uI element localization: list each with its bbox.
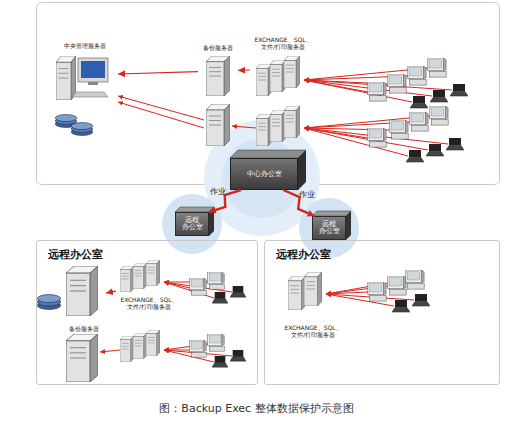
node-label: 远程 办公室: [179, 217, 205, 232]
server-tower: [270, 110, 286, 142]
client-pc: [190, 278, 207, 295]
laptop: [412, 294, 430, 306]
server-tower: [133, 263, 147, 289]
caption: 图：Backup Exec 整体数据保护示意图: [0, 402, 513, 415]
client-pc: [388, 74, 406, 93]
node-label: 中心办公室: [247, 170, 282, 178]
node-label: EXCHANGE、SQL、 文件/打印服务器: [250, 36, 316, 50]
server-group: 备份服务器: [198, 44, 238, 98]
client-pc: [368, 128, 386, 147]
node-label: 远程 办公室: [316, 221, 342, 236]
client-pc: [388, 276, 406, 295]
laptop: [212, 292, 228, 303]
connector: [106, 291, 116, 293]
remote-office-box: 远程 办公室: [312, 216, 346, 240]
screen: [81, 61, 105, 78]
server-group: EXCHANGE、SQL、 文件/打印服务器: [116, 260, 182, 310]
server-tower: [66, 266, 98, 316]
server-tower: [256, 64, 272, 96]
server-tower: [146, 330, 160, 356]
node-label: 中央管理服务器: [64, 42, 106, 49]
server-group: EXCHANGE、SQL、 文件/打印服务器: [250, 36, 316, 102]
server-tower: [206, 104, 230, 146]
client-pc: [368, 82, 386, 101]
laptop: [410, 96, 428, 108]
server-group: EXCHANGE、SQL、 文件/打印服务器: [280, 268, 346, 338]
server-tower: [256, 114, 272, 146]
server-tower: [304, 272, 322, 306]
client-pc: [208, 272, 225, 289]
laptop: [406, 150, 424, 162]
laptop: [392, 300, 410, 312]
panel-heading: 远程办公室: [48, 248, 103, 261]
wire: [118, 96, 204, 120]
laptop: [430, 90, 448, 102]
server-tower: [270, 60, 286, 92]
server-tower: [120, 266, 134, 292]
office-panel: 远程办公室 EXCHANGE、SQL、 文件/打印服务器: [264, 240, 500, 385]
server-tower: [56, 56, 76, 100]
laptop: [446, 138, 464, 150]
node-label: EXCHANGE、SQL、 文件/打印服务器: [280, 324, 346, 338]
glow: [162, 194, 222, 254]
server-tower: [206, 56, 230, 96]
box-side: [209, 207, 214, 236]
laptop: [230, 286, 246, 297]
client-pc: [390, 120, 408, 139]
node-label: 备份服务器: [69, 325, 99, 332]
laptop: [450, 84, 468, 96]
hub-side: [298, 150, 306, 190]
server-tower: [120, 336, 134, 362]
edge-label: 作业: [210, 187, 226, 196]
server-group: 备份服务器: [62, 262, 106, 332]
wire: [304, 128, 428, 150]
client-pc: [410, 112, 428, 131]
server-tower: [284, 56, 300, 88]
wire: [118, 102, 204, 128]
hub-top: [230, 150, 306, 158]
server-tower: [146, 260, 160, 286]
central-office-box: 中心办公室: [230, 158, 298, 190]
lightning-link: [283, 190, 314, 216]
client-pc: [428, 58, 446, 77]
laptop: [230, 350, 246, 361]
connector: [238, 69, 250, 71]
client-pc: [430, 106, 448, 125]
client-pc: [368, 282, 386, 301]
wire: [100, 350, 120, 352]
disk-stack: [71, 123, 93, 136]
office-panel: 远程办公室备份服务器 EXCHANGE、SQL、 文件/打印服务器: [36, 240, 258, 385]
laptop: [212, 356, 228, 367]
client-pc: [408, 66, 426, 85]
monitor-stand: [88, 82, 98, 85]
monitor: [78, 58, 108, 82]
client-pc: [406, 270, 424, 289]
keyboard: [72, 92, 108, 97]
connector: [118, 72, 198, 74]
wire: [232, 126, 256, 128]
node-label: EXCHANGE、SQL、 文件/打印服务器: [116, 296, 182, 310]
disk-stack: [37, 295, 60, 310]
server-tower: [66, 334, 98, 382]
server-tower: [284, 106, 300, 138]
wires: [100, 68, 452, 362]
laptop: [426, 144, 444, 156]
remote-office-box: 远程 办公室: [175, 212, 209, 236]
box-side: [346, 211, 351, 240]
panel-heading: 远程办公室: [276, 248, 331, 261]
server-tower: [133, 333, 147, 359]
server-tower: [288, 276, 306, 310]
client-pc: [208, 334, 225, 351]
node-label: 备份服务器: [203, 44, 233, 51]
client-pc: [190, 340, 207, 357]
edge-label: 作业: [299, 189, 315, 198]
server-group: 中央管理服务器: [52, 42, 118, 108]
